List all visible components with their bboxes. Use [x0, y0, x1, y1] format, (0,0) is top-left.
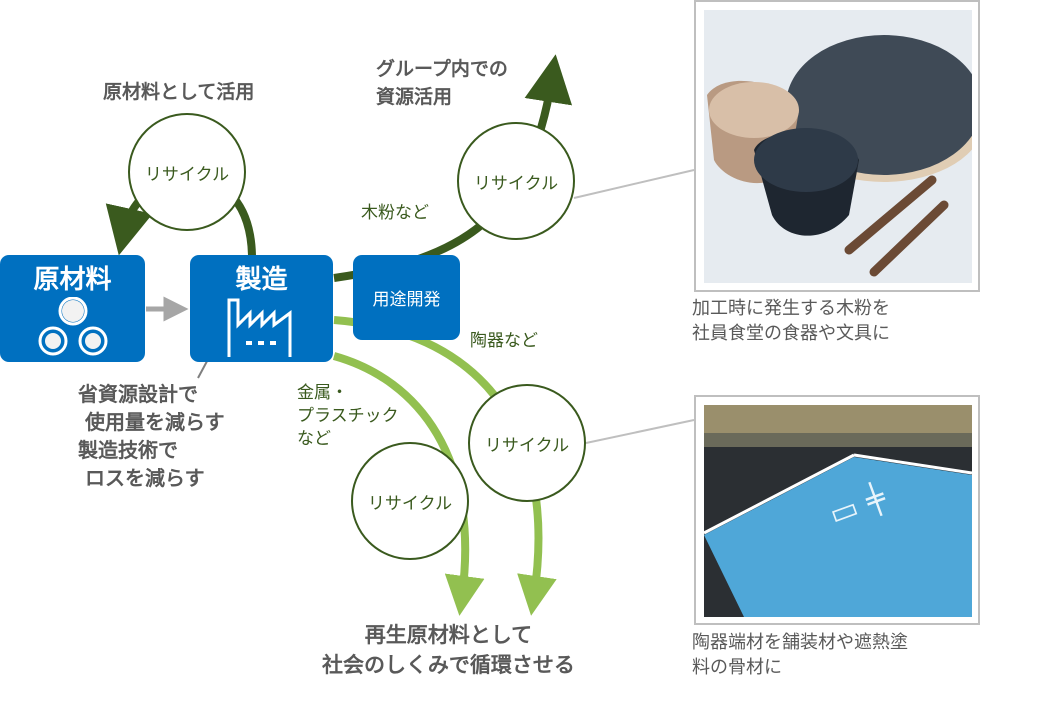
raw-material-node: 原材料: [0, 255, 145, 362]
metal-plastic-label: 金属・ プラスチック など: [297, 383, 399, 449]
application-dev-node: 用途開発: [353, 255, 460, 340]
recycle-circle-metal: リサイクル: [351, 442, 469, 560]
photo-pavement-caption: 陶器端材を舗装材や遮熱塗 料の骨材に: [692, 632, 908, 679]
wood-powder-label: 木粉など: [361, 203, 429, 223]
group-reuse-label: グループ内での 資源活用: [376, 58, 508, 108]
photo-tableware: [694, 0, 980, 292]
materials-icon: [38, 297, 108, 356]
tableware-image: [704, 10, 972, 283]
reuse-as-raw-label: 原材料として活用: [103, 81, 255, 103]
photo2-connector: [585, 419, 695, 444]
recycle-circle-top: リサイクル: [128, 113, 246, 231]
pavement-image: ▭ ╪: [704, 405, 972, 617]
design-note: 省資源設計で 使用量を減らす 製造技術で ロスを減らす: [78, 382, 225, 490]
recycle-label: リサイクル: [367, 493, 453, 514]
raw-material-label: 原材料: [33, 265, 112, 295]
photo-pavement: ▭ ╪: [694, 395, 980, 625]
factory-icon: [227, 298, 292, 357]
application-dev-label: 用途開発: [372, 290, 441, 310]
society-cycle-label: 再生原材料として 社会のしくみで循環させる: [322, 623, 575, 678]
recycle-label: リサイクル: [144, 164, 230, 185]
recycle-label: リサイクル: [484, 435, 570, 456]
manufacturing-node: 製造: [190, 255, 333, 362]
recycle-circle-ceramics: リサイクル: [468, 384, 586, 502]
recycle-circle-wood: リサイクル: [457, 122, 575, 240]
photo-tableware-caption: 加工時に発生する木粉を 社員食堂の食器や文具に: [692, 298, 890, 345]
ceramics-label: 陶器など: [470, 331, 538, 351]
manufacturing-label: 製造: [235, 265, 288, 295]
photo1-connector: [573, 169, 695, 199]
metal-arrow: [332, 352, 485, 616]
recycle-label: リサイクル: [473, 173, 559, 194]
